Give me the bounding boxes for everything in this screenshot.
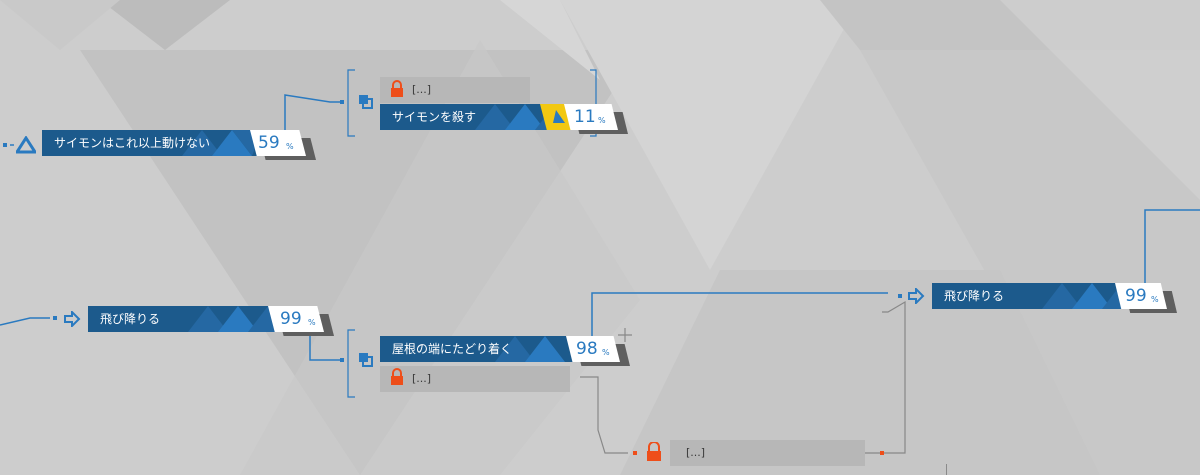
lock-icon <box>646 441 662 466</box>
choice-label: 屋根の端にたどり着く <box>392 342 513 356</box>
choice-node-reach-roof-edge[interactable]: 屋根の端にたどり着く 98 % <box>380 336 630 366</box>
percent-unit: % <box>1151 295 1159 304</box>
percent-badge: 99 % <box>1115 283 1167 309</box>
percent-badge: 59 % <box>250 130 306 156</box>
arrow-right-icon <box>63 309 81 331</box>
choice-node-jump-down-left[interactable]: 飛び降りる 99 % <box>88 306 334 336</box>
arrow-right-icon <box>907 286 925 308</box>
choice-label: 飛び降りる <box>100 312 161 326</box>
percent-value: 99 <box>1125 286 1147 306</box>
choice-label: 飛び降りる <box>944 289 1005 303</box>
choice-node-kill-simon[interactable]: サイモンを殺す 11 % <box>380 104 630 134</box>
choice-label: サイモンを殺す <box>392 110 477 124</box>
percent-badge: 98 % <box>566 336 620 362</box>
copy-icon <box>358 94 374 114</box>
choice-node-jump-down-right[interactable]: 飛び降りる 99 % <box>932 283 1177 313</box>
choice-node-simon-cannot-move[interactable]: サイモンはこれ以上動けない 59 % <box>42 130 317 160</box>
percent-unit: % <box>286 142 294 151</box>
locked-choice-top: [...] <box>380 77 530 103</box>
percent-badge: 99 % <box>268 306 324 332</box>
percent-value: 99 <box>280 309 302 329</box>
percent-unit: % <box>598 116 606 125</box>
percent-unit: % <box>308 318 316 327</box>
locked-choice-bottom: [...] <box>670 440 865 466</box>
percent-unit: % <box>602 348 610 357</box>
percent-value: 11 <box>574 107 596 127</box>
copy-icon <box>358 352 374 372</box>
locked-label: [...] <box>412 83 432 96</box>
triangle-icon <box>14 135 38 158</box>
percent-value: 59 <box>258 133 280 153</box>
percent-badge: 11 % <box>564 104 618 130</box>
triangle-icon <box>552 109 566 129</box>
bottom-marker <box>946 464 947 475</box>
choice-label: サイモンはこれ以上動けない <box>54 136 211 150</box>
locked-choice-middle: [...] <box>380 366 570 392</box>
locked-label: [...] <box>412 372 432 385</box>
lock-icon <box>390 80 404 102</box>
percent-value: 98 <box>576 339 598 359</box>
lock-icon <box>390 368 404 390</box>
locked-label: [...] <box>686 446 706 459</box>
